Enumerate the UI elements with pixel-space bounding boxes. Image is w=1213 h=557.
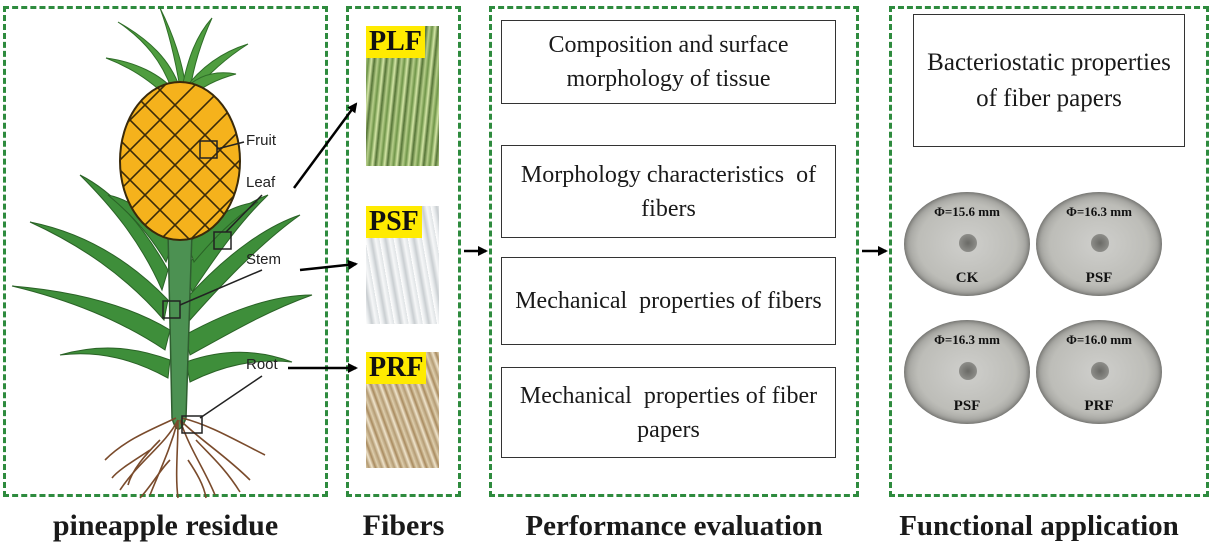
dish-label: PSF [1085, 270, 1113, 286]
stem [167, 231, 193, 430]
root-label: Root [246, 356, 278, 373]
prf-label: PRF [366, 352, 427, 384]
bacteriostatic-title-box: Bacteriostatic properties of fiber paper… [913, 14, 1185, 147]
callouts [162, 140, 263, 434]
functional-application-panel [889, 6, 1209, 497]
caption-pineapple-residue: pineapple residue [52, 509, 279, 542]
dish-label: PSF [953, 398, 981, 414]
plant-leaves [11, 174, 313, 383]
pineapple-residue-panel [3, 6, 328, 497]
roots [104, 417, 266, 499]
dish-diameter: Φ=15.6 mm [934, 204, 1000, 219]
leaf-label: Leaf [246, 174, 276, 191]
caption-fibers: Fibers [362, 509, 445, 542]
petri-dish-psf-2: Φ=16.3 mm PSF [904, 320, 1030, 424]
performance-evaluation-panel [489, 6, 859, 497]
petri-dish-ck: Φ=15.6 mm CK [904, 192, 1030, 296]
prf-fiber-photo: PRF [366, 352, 439, 468]
psf-label: PSF [366, 206, 422, 238]
petri-dish-prf: Φ=16.0 mm PRF [1036, 320, 1162, 424]
caption-performance-evaluation: Performance evaluation [525, 510, 823, 542]
petri-dish-psf-1: Φ=16.3 mm PSF [1036, 192, 1162, 296]
fruit-label: Fruit [246, 132, 276, 149]
evaluation-box-composition: Composition and surface morphology of ti… [501, 20, 836, 104]
evaluation-box-paper-mechanics: Mechanical properties of fiber papers [501, 367, 836, 458]
evaluation-box-fiber-mechanics: Mechanical properties of fibers [501, 257, 836, 345]
fibers-panel [346, 6, 461, 497]
dish-label: CK [955, 270, 979, 286]
evaluation-box-morphology: Morphology characteristics of fibers [501, 145, 836, 238]
plf-label: PLF [366, 26, 425, 58]
dish-label: PRF [1084, 398, 1114, 414]
stem-label: Stem [246, 251, 282, 268]
dish-diameter: Φ=16.0 mm [1066, 332, 1132, 347]
dish-diameter: Φ=16.3 mm [1066, 204, 1132, 219]
plf-fiber-photo: PLF [366, 26, 439, 166]
dish-diameter: Φ=16.3 mm [934, 332, 1000, 347]
flow-arrows [288, 102, 888, 373]
caption-functional-application: Functional application [899, 510, 1179, 542]
psf-fiber-photo: PSF [366, 206, 439, 324]
